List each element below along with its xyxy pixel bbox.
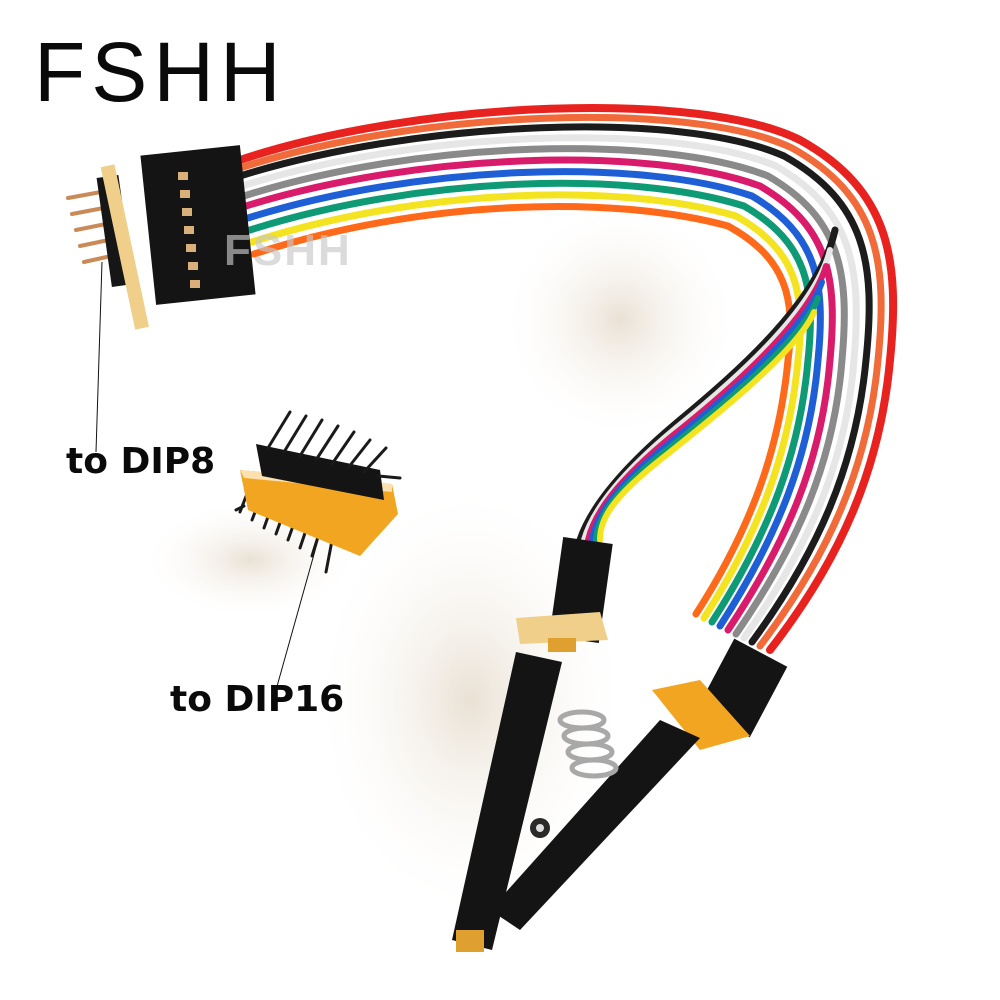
watermark: FSHH (224, 226, 352, 275)
ribbon-cable (236, 103, 898, 654)
label-to-dip16: to DIP16 (170, 679, 345, 720)
dip16-adapter (234, 410, 402, 574)
shadow (310, 480, 630, 920)
soic-clip (452, 652, 700, 952)
shadow (500, 200, 740, 440)
pointer-line-dip16 (275, 539, 319, 691)
dip8-connector (66, 145, 256, 330)
clip-connector-right (652, 638, 788, 750)
label-to-dip8: to DIP8 (66, 441, 216, 482)
clip-connector-left (516, 537, 613, 652)
ribbon-cable-branch (576, 226, 839, 544)
brand-logo: FSHH (34, 25, 287, 119)
pointer-line-dip8 (95, 261, 103, 453)
